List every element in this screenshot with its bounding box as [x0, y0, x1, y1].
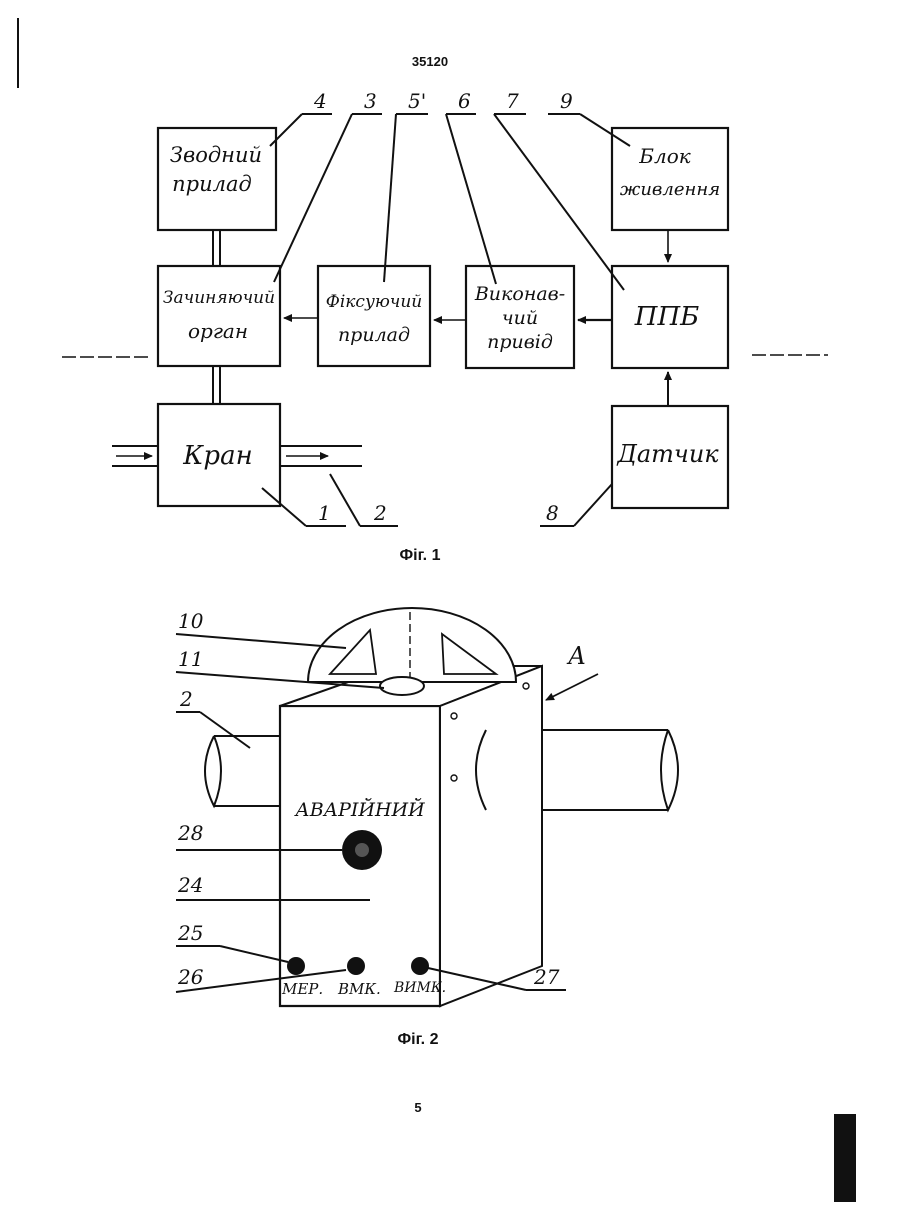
emergency-button-highlight [355, 843, 369, 857]
doc-number: 35120 [412, 54, 448, 69]
block-fiksuy-prylad: Фіксуючий прилад [318, 266, 430, 366]
scan-black-mark [834, 1114, 856, 1202]
pipe-left [205, 736, 280, 806]
ref-9: 9 [560, 89, 573, 113]
button-vymk-label: ВИМК. [393, 980, 446, 996]
ref-8: 8 [546, 501, 559, 525]
ref-2b: 2 [179, 687, 193, 711]
block-svodny-line2: прилад [172, 172, 252, 196]
ref-2: 2 [373, 501, 387, 525]
view-arrow-a: А [546, 642, 598, 700]
button-mer-label: МЕР. [281, 980, 323, 998]
block-fiksuy-line1: Фіксуючий [326, 292, 423, 312]
ref-24: 24 [177, 873, 203, 897]
block-kran-label: Кран [182, 441, 252, 471]
block-zachin-line2: орган [188, 319, 248, 343]
block-svodny-prylad: Зводний прилад [158, 128, 276, 230]
fig2-caption: Фіг. 2 [398, 1031, 439, 1048]
valve-box [280, 666, 542, 1006]
block-vykon-line2: чий [502, 307, 538, 329]
block-svodny-line1: Зводний [170, 143, 262, 167]
block-ppb-label: ППБ [634, 302, 699, 332]
block-zachin-organ: Зачиняючий орган [158, 266, 280, 366]
block-datchyk: Датчик [612, 406, 728, 508]
button-vmk-label: ВМК. [337, 980, 381, 998]
block-zachin-line1: Зачиняючий [163, 288, 275, 308]
block-blok-line2: живлення [620, 179, 720, 200]
block-ppb: ППБ [612, 266, 728, 368]
ref-5: 5' [408, 89, 426, 113]
view-label: А [566, 642, 586, 670]
block-vykonavchyi-pryvid: Виконав- чий привід [466, 266, 574, 368]
ref-4: 4 [313, 89, 327, 113]
ref-26: 26 [177, 965, 204, 989]
ref-10: 10 [178, 609, 204, 633]
knob [380, 677, 424, 695]
ref-6: 6 [458, 89, 471, 113]
button-vmk[interactable] [347, 957, 365, 975]
ref-27: 27 [533, 965, 560, 989]
block-blok-zhyvlennia: Блок живлення [612, 128, 728, 230]
figure-2: А АВАРІЙНИЙ МЕР. ВМК. ВИМК. 10 11 2 28 2… [176, 608, 678, 1048]
ref-3: 3 [364, 89, 377, 113]
page-number: 5 [414, 1100, 421, 1115]
ref-11: 11 [178, 647, 203, 671]
block-vykon-line3: привід [487, 331, 553, 353]
block-blok-line1: Блок [638, 144, 690, 168]
ref-25: 25 [177, 921, 203, 945]
figure-1: Зводний прилад Зачиняючий орган Фіксуючи… [62, 89, 828, 564]
block-kran: Кран [158, 404, 280, 506]
block-vykon-line1: Виконав- [474, 283, 565, 305]
button-vymk[interactable] [411, 957, 429, 975]
block-fiksuy-line2: прилад [338, 324, 410, 346]
ref-labels-top: 4 3 5' 6 7 9 [270, 89, 630, 290]
block-datchyk-label: Датчик [616, 440, 719, 468]
ref-28: 28 [177, 821, 203, 845]
ref-7: 7 [506, 89, 519, 113]
ref-1: 1 [318, 501, 331, 525]
ref-labels-bottom: 1 2 8 [262, 474, 612, 526]
fig1-caption: Фіг. 1 [400, 547, 441, 564]
button-mer[interactable] [287, 957, 305, 975]
panel-title: АВАРІЙНИЙ [293, 798, 425, 821]
